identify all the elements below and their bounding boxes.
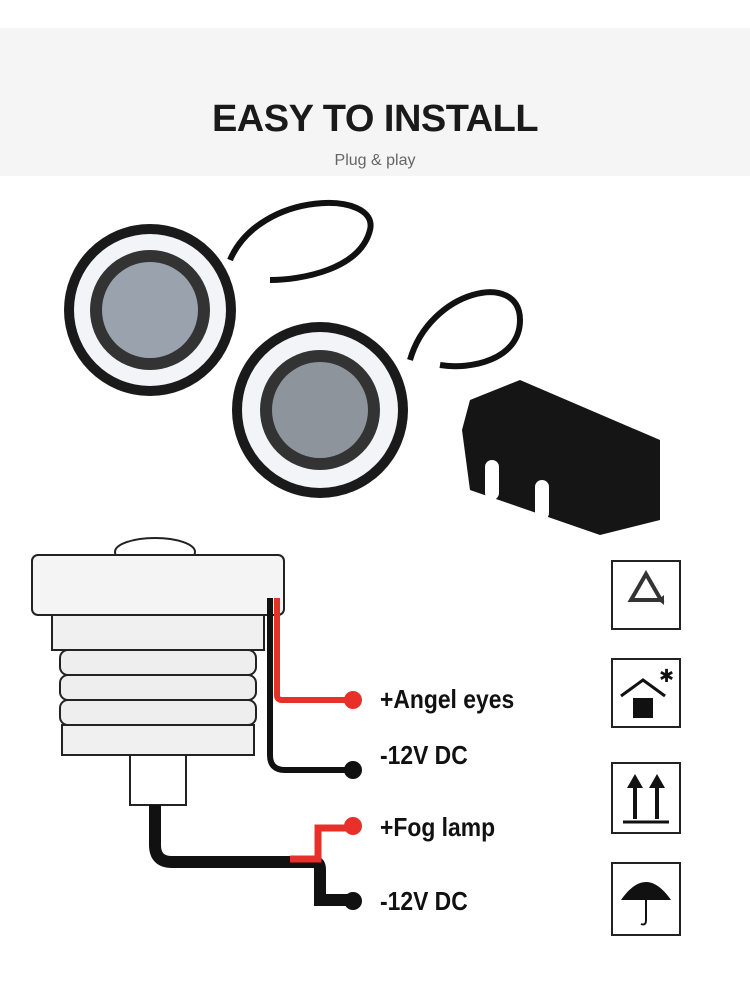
angel-eyes-positive-label: +Angel eyes bbox=[380, 684, 515, 714]
page-subtitle: Plug & play bbox=[334, 152, 416, 169]
header: EASY TO INSTALL Plug & play bbox=[0, 28, 750, 176]
this-way-up-icon bbox=[611, 762, 681, 834]
svg-text:✱: ✱ bbox=[659, 666, 674, 686]
fog-lamp-positive-label: +Fog lamp bbox=[380, 812, 496, 842]
fog-lamp-product-photo bbox=[64, 199, 660, 535]
page-title: EASY TO INSTALL bbox=[211, 98, 539, 140]
lamp-diagram bbox=[31, 537, 362, 910]
fog-lamp-negative-label: -12V DC bbox=[380, 886, 468, 916]
angel-eyes-negative-label: -12V DC bbox=[380, 740, 468, 770]
keep-dry-icon bbox=[611, 862, 681, 936]
keep-from-sunlight-icon: ✱ bbox=[611, 658, 681, 728]
recycle-icon bbox=[611, 560, 681, 630]
